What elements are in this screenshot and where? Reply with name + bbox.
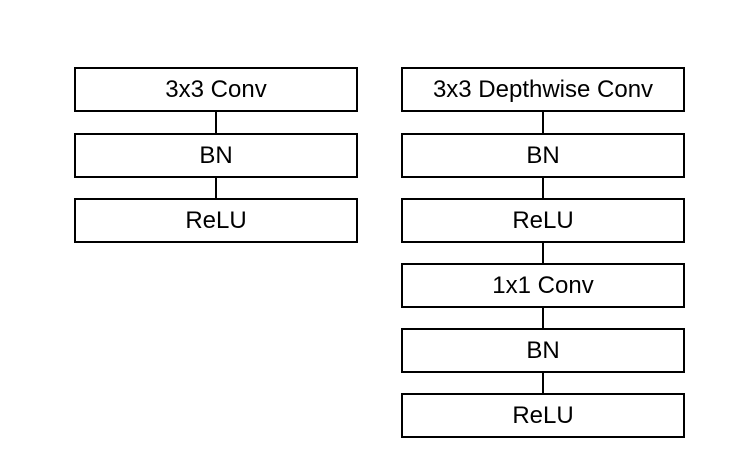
depthwise-conv3x3-block: 3x3 Depthwise Conv: [401, 67, 685, 112]
bn-block: BN: [401, 133, 685, 178]
connector-line: [215, 178, 217, 198]
relu-block: ReLU: [401, 198, 685, 243]
relu-block: ReLU: [74, 198, 358, 243]
connector-line: [542, 112, 544, 133]
bn-block: BN: [401, 328, 685, 373]
connector-line: [215, 112, 217, 133]
relu-block: ReLU: [401, 393, 685, 438]
pointwise-conv1x1-block: 1x1 Conv: [401, 263, 685, 308]
conv3x3-block: 3x3 Conv: [74, 67, 358, 112]
connector-line: [542, 243, 544, 263]
bn-block: BN: [74, 133, 358, 178]
connector-line: [542, 308, 544, 328]
connector-line: [542, 373, 544, 393]
connector-line: [542, 178, 544, 198]
